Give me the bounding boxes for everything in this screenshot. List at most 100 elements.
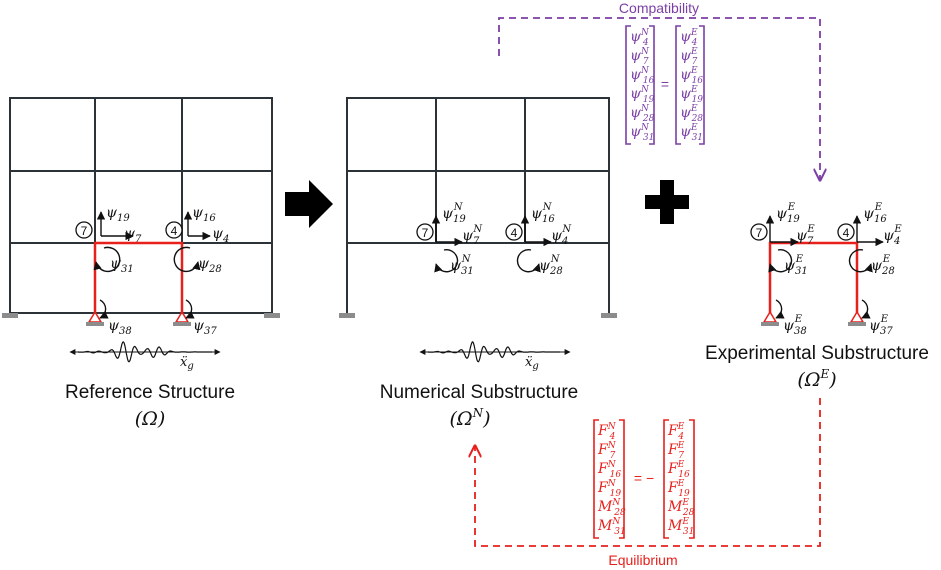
svg-text:ψ7N: ψ7N (462, 224, 483, 247)
experimental-dof-arrows (765, 215, 884, 319)
reference-caption: Reference Structure (65, 382, 235, 403)
numerical-node-4: 4 (505, 223, 523, 241)
numerical-caption: Numerical Substructure (380, 382, 579, 403)
svg-text:ψ28: ψ28 (198, 256, 222, 275)
numerical-dof-labels: ψ19N ψ7N ψ31N ψ16N ψ4N ψ28N (442, 202, 572, 277)
svg-text:ψ16E: ψ16E (863, 202, 887, 225)
numerical-supports (339, 313, 617, 318)
svg-text:ψ7E: ψ7E (796, 224, 815, 247)
experimental-substructure: 7 4 ψ19E ψ7E ψ31E ψ16E ψ4E ψ28E ψ38E ψ37… (705, 202, 929, 391)
reference-node-7: 7 (75, 221, 93, 239)
svg-text:ẍg: ẍg (525, 355, 539, 372)
svg-text:ψ38E: ψ38E (783, 314, 807, 337)
numerical-symbol: (ΩN) (449, 406, 490, 430)
numerical-frame (346, 97, 610, 313)
reference-pin-supports (86, 310, 191, 326)
reference-experimental-part (93, 241, 184, 313)
reference-frame (9, 97, 273, 314)
svg-text:ψ31: ψ31 (110, 256, 134, 275)
numerical-substructure: 7 4 ψ19N ψ7N ψ31N ψ16N ψ4N ψ28N ẍg Numer… (339, 97, 617, 430)
equilibrium-equals: = − (634, 470, 654, 486)
svg-text:4: 4 (511, 226, 518, 240)
equilibrium-connector: Equilibrium (475, 398, 821, 568)
svg-text:ψ4N: ψ4N (551, 224, 572, 247)
compatibility-connector: Compatibility (498, 0, 820, 180)
svg-text:7: 7 (756, 226, 763, 240)
matrix-bracket (593, 419, 599, 539)
svg-text:ψ16: ψ16 (192, 205, 216, 224)
svg-text:ψ4E: ψ4E (883, 224, 902, 247)
matrix-bracket (619, 419, 625, 539)
reference-ground-motion: ẍg (69, 341, 221, 372)
svg-text:4: 4 (171, 224, 178, 238)
svg-text:4: 4 (843, 226, 850, 240)
svg-text:ψ19: ψ19 (106, 205, 130, 224)
matrix-bracket (663, 419, 669, 539)
experimental-frame (768, 241, 859, 313)
svg-text:ψ28E: ψ28E (871, 254, 895, 277)
svg-text:ψ7: ψ7 (124, 226, 142, 245)
experimental-symbol: (ΩE) (797, 367, 836, 391)
reference-dof-labels: ψ19 ψ7 ψ31 ψ16 ψ4 ψ28 ψ38 ψ37 (106, 205, 229, 337)
compatibility-label: Compatibility (619, 0, 699, 16)
svg-text:ψ38: ψ38 (108, 318, 132, 337)
svg-text:ψ31N: ψ31N (450, 254, 474, 277)
numerical-ground-motion: ẍg (419, 341, 571, 372)
compatibility-equals: = (661, 76, 669, 92)
experimental-dof-labels: ψ19E ψ7E ψ31E ψ16E ψ4E ψ28E ψ38E ψ37E (776, 202, 902, 337)
svg-text:ψ28N: ψ28N (539, 254, 563, 277)
svg-text:ψ19E: ψ19E (776, 202, 800, 225)
numerical-node-7: 7 (416, 223, 434, 241)
reference-symbol: (Ω) (135, 408, 166, 430)
experimental-pin-supports (761, 310, 866, 326)
numerical-dof-arrows (431, 215, 552, 273)
transform-arrow-icon (285, 180, 333, 228)
svg-text:ψ4: ψ4 (212, 226, 229, 245)
equilibrium-label: Equilibrium (608, 552, 677, 568)
svg-text:ψ16N: ψ16N (531, 202, 555, 225)
svg-text:7: 7 (81, 224, 88, 238)
svg-text:ψ37E: ψ37E (869, 314, 893, 337)
reference-node-4: 4 (165, 221, 183, 239)
matrix-bracket (625, 25, 631, 145)
svg-text:ψ19N: ψ19N (442, 202, 466, 225)
reference-structure: 7 4 ψ19 ψ7 ψ31 ψ16 ψ4 ψ28 ψ38 ψ37 ẍg Ref… (2, 97, 280, 430)
experimental-node-7: 7 (750, 223, 768, 241)
plus-icon (645, 180, 689, 224)
matrix-bracket (689, 419, 695, 539)
svg-text:ẍg: ẍg (180, 355, 194, 372)
reference-outer-supports (2, 313, 280, 318)
experimental-node-4: 4 (837, 223, 855, 241)
experimental-caption: Experimental Substructure (705, 343, 929, 364)
matrix-bracket (699, 25, 705, 145)
svg-text:ψ31E: ψ31E (784, 254, 808, 277)
matrix-bracket (675, 25, 681, 145)
svg-text:ψ37: ψ37 (193, 318, 217, 337)
